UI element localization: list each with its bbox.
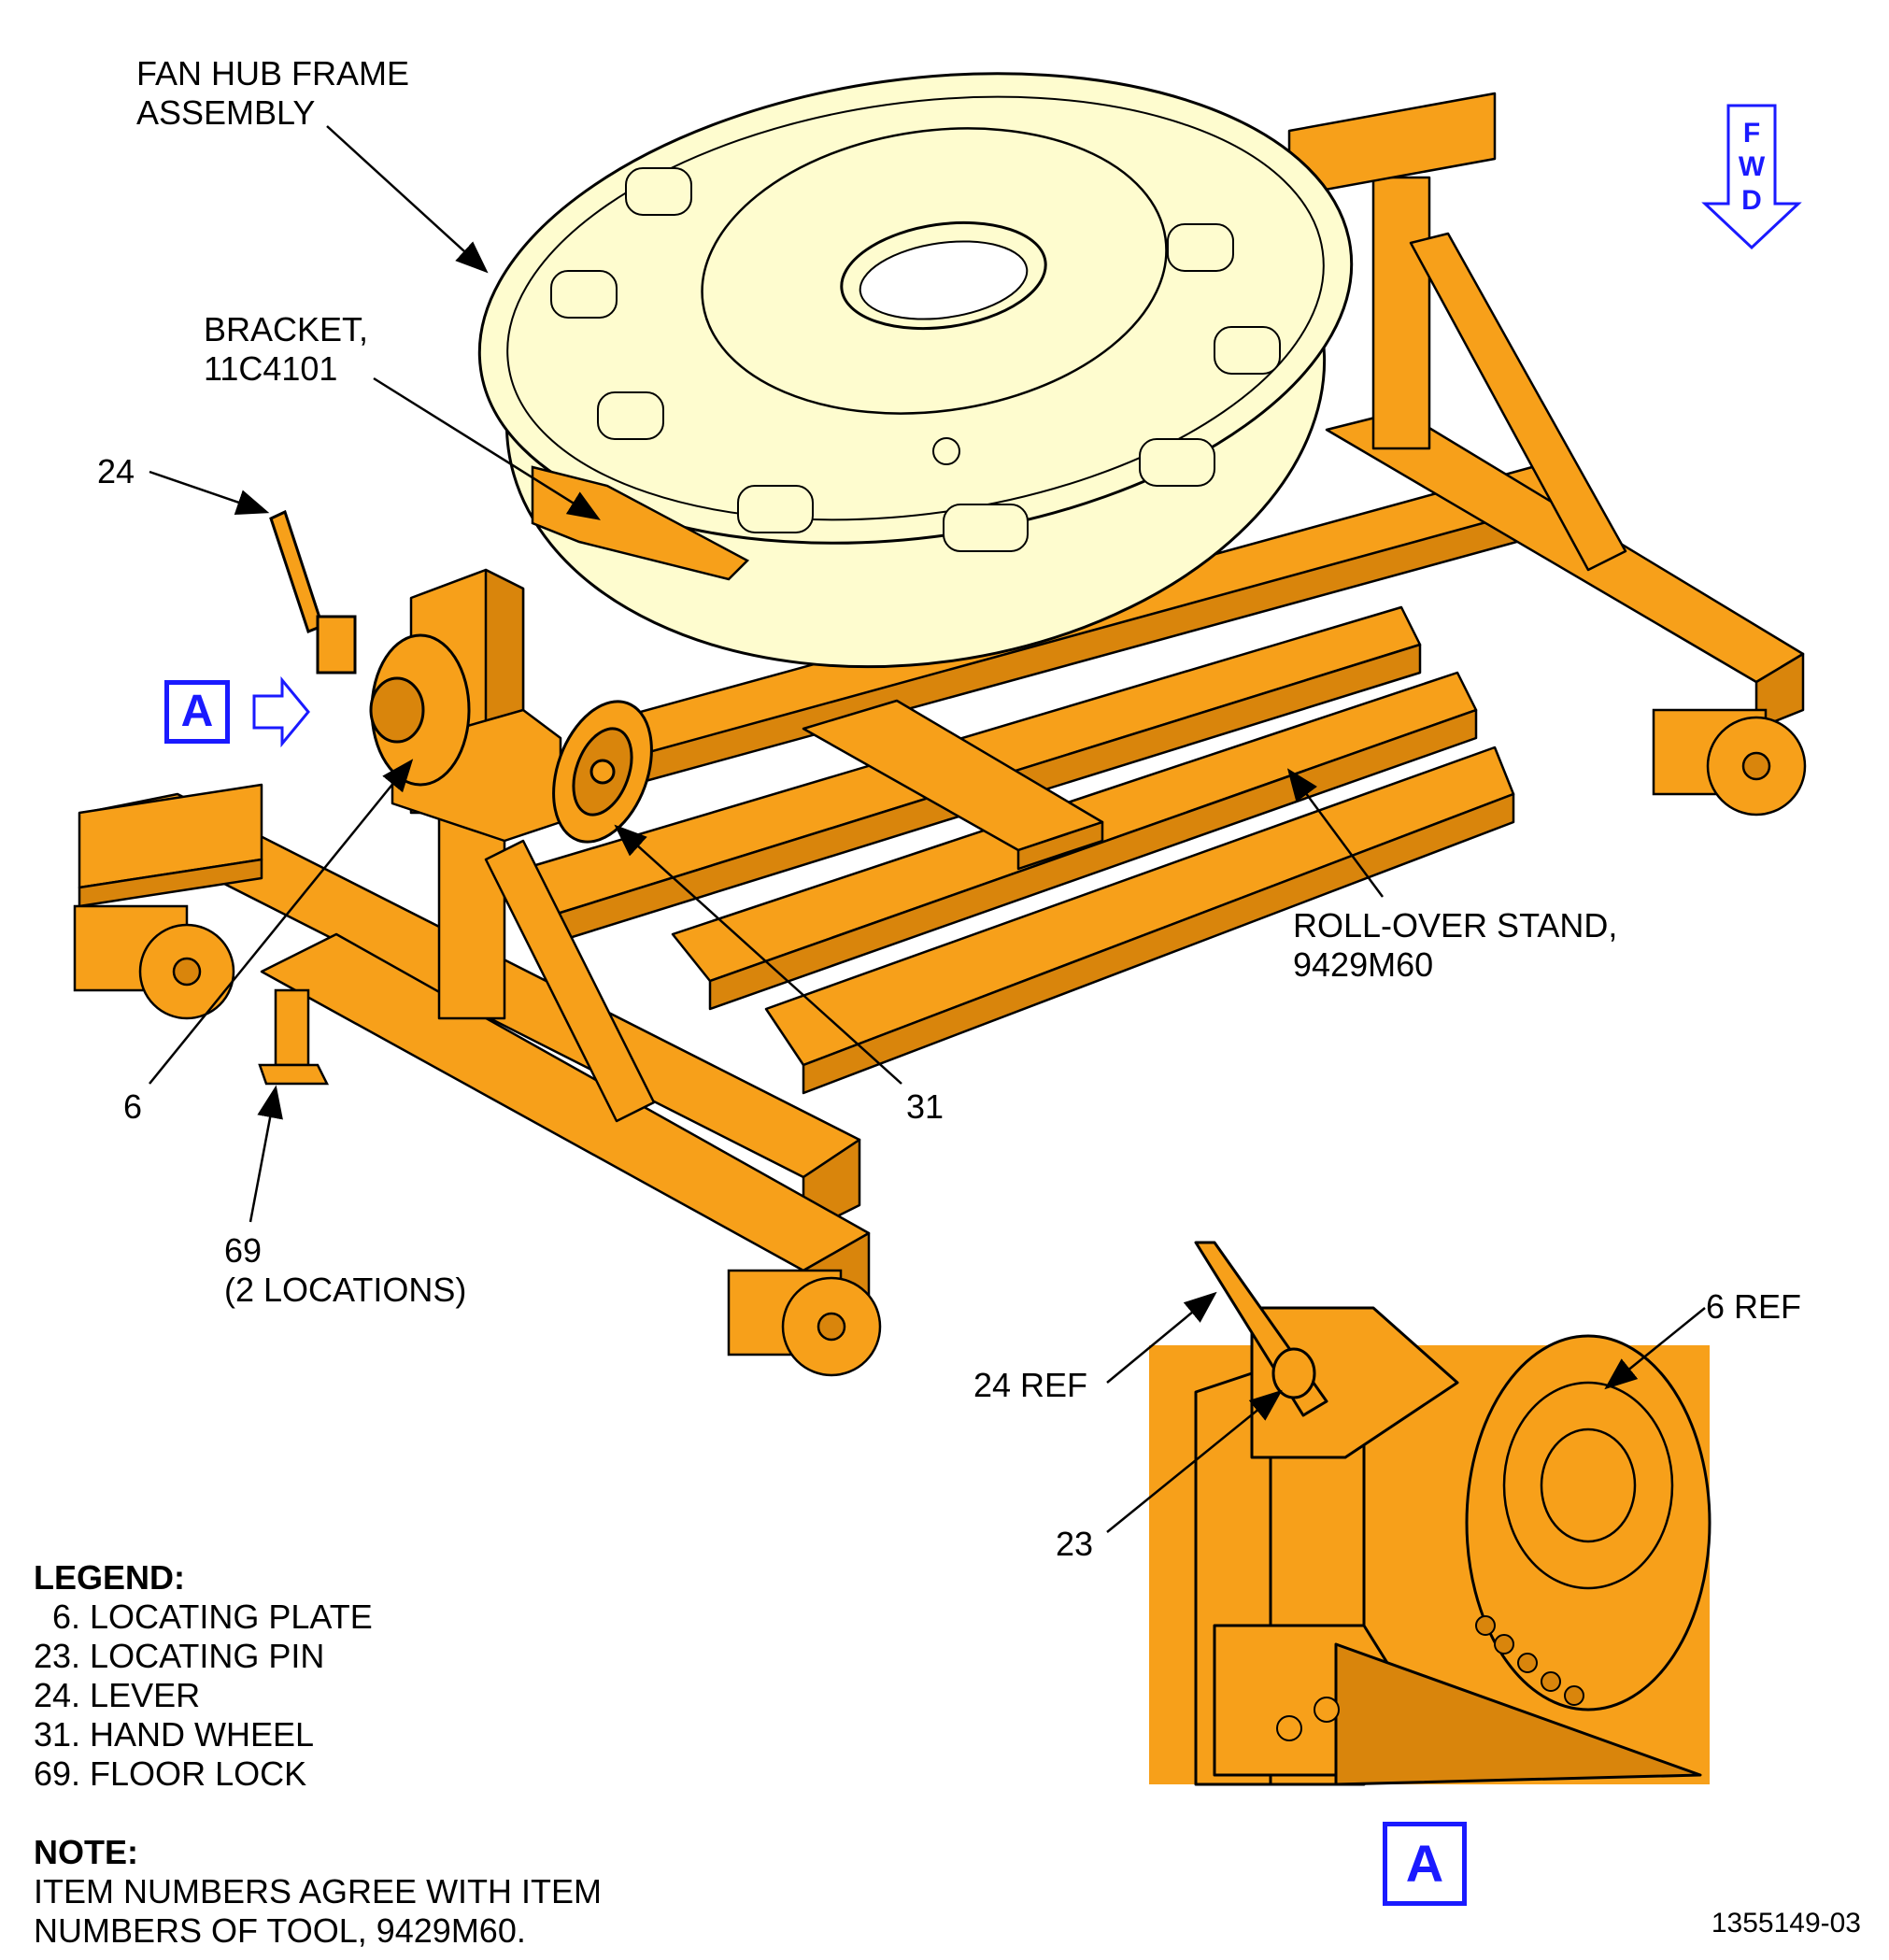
fan-hub-frame [477,72,1354,669]
fwd-arrow-icon [1701,104,1802,250]
detail-a-illustration [1149,1241,1711,1786]
callout-item-31: 31 [906,1087,944,1126]
leader-lines [149,125,1706,1533]
callout-item-6: 6 [123,1087,143,1126]
legend-item: 23. LOCATING PIN [34,1637,325,1675]
fwd-letter-w: W [1738,151,1766,182]
callout-item-23: 23 [1056,1525,1094,1563]
legend-item: 6. LOCATING PLATE [34,1598,373,1636]
legend-title: LEGEND: [34,1558,185,1597]
fwd-letter-f: F [1742,118,1761,149]
view-arrow-icon [252,675,310,748]
lever [269,509,357,675]
drawing-number: 1355149-03 [1711,1908,1861,1939]
roll-over-stand [78,92,1805,1328]
note-line1: ITEM NUMBERS AGREE WITH ITEM [34,1872,603,1910]
hand-wheel [552,700,653,844]
callout-item-69-line2: (2 LOCATIONS) [224,1271,467,1309]
callout-item-24: 24 [97,452,135,490]
callout-item-69-line1: 69 [224,1231,263,1270]
floor-lock [258,988,330,1086]
detail-view-a-label: A [1383,1822,1467,1906]
callout-bracket-line1: BRACKET, [204,310,369,348]
legend: LEGEND: 6. LOCATING PLATE 23. LOCATING P… [34,1558,373,1794]
legend-item: 24. LEVER [34,1676,201,1714]
callout-fan-hub-frame-line2: ASSEMBLY [136,93,316,132]
callout-24-ref: 24 REF [973,1366,1088,1404]
callout-bracket-line2: 11C4101 [204,349,338,388]
callout-6-ref: 6 REF [1706,1287,1802,1326]
legend-item: 69. FLOOR LOCK [34,1754,307,1793]
fwd-letter-d: D [1741,185,1762,216]
callout-fan-hub-frame-line1: FAN HUB FRAME [136,54,410,92]
view-a-marker: A [164,680,230,744]
caster-front-left [73,904,235,1020]
caster-rear-right [1652,708,1807,817]
note-title: NOTE: [34,1833,138,1871]
callout-roll-over-stand-line2: 9429M60 [1293,945,1434,984]
note-line2: NUMBERS OF TOOL, 9429M60. [34,1911,526,1950]
callout-roll-over-stand-line1: ROLL-OVER STAND, [1293,906,1618,944]
locating-plate [369,633,471,787]
note: NOTE: ITEM NUMBERS AGREE WITH ITEM NUMBE… [34,1833,602,1951]
legend-item: 31. HAND WHEEL [34,1715,315,1754]
caster-front-right [727,1269,882,1377]
